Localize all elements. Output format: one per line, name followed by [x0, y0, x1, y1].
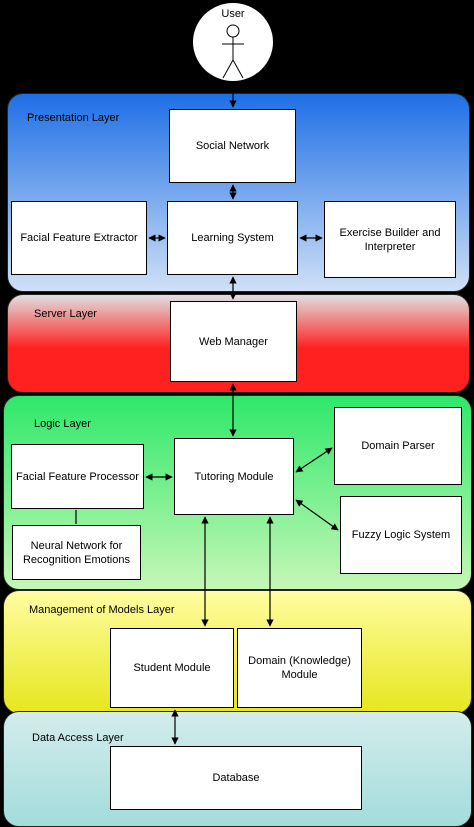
facial-feature-extractor-box: Facial Feature Extractor — [11, 201, 147, 275]
learning-system-box: Learning System — [167, 201, 298, 275]
user-stick-figure-icon — [222, 24, 244, 79]
domain-parser-box: Domain Parser — [334, 407, 462, 485]
web-manager-box: Web Manager — [170, 301, 297, 382]
server-layer-title: Server Layer — [34, 308, 97, 320]
logic-layer-title: Logic Layer — [34, 418, 91, 430]
database-box: Database — [110, 746, 362, 810]
fuzzy-logic-system-box: Fuzzy Logic System — [340, 496, 462, 574]
neural-network-box: Neural Network for Recognition Emotions — [12, 525, 141, 580]
exercise-builder-box: Exercise Builder and Interpreter — [324, 201, 456, 278]
user-label: User — [221, 8, 245, 20]
student-module-box: Student Module — [110, 628, 234, 708]
facial-feature-processor-box: Facial Feature Processor — [11, 444, 144, 509]
data-access-layer-title: Data Access Layer — [32, 732, 124, 744]
social-network-box: Social Network — [169, 109, 296, 183]
domain-knowledge-module-box: Domain (Knowledge) Module — [237, 628, 362, 708]
models-layer-title: Management of Models Layer — [29, 604, 175, 616]
tutoring-module-box: Tutoring Module — [174, 438, 294, 515]
presentation-layer-title: Presentation Layer — [27, 112, 120, 124]
